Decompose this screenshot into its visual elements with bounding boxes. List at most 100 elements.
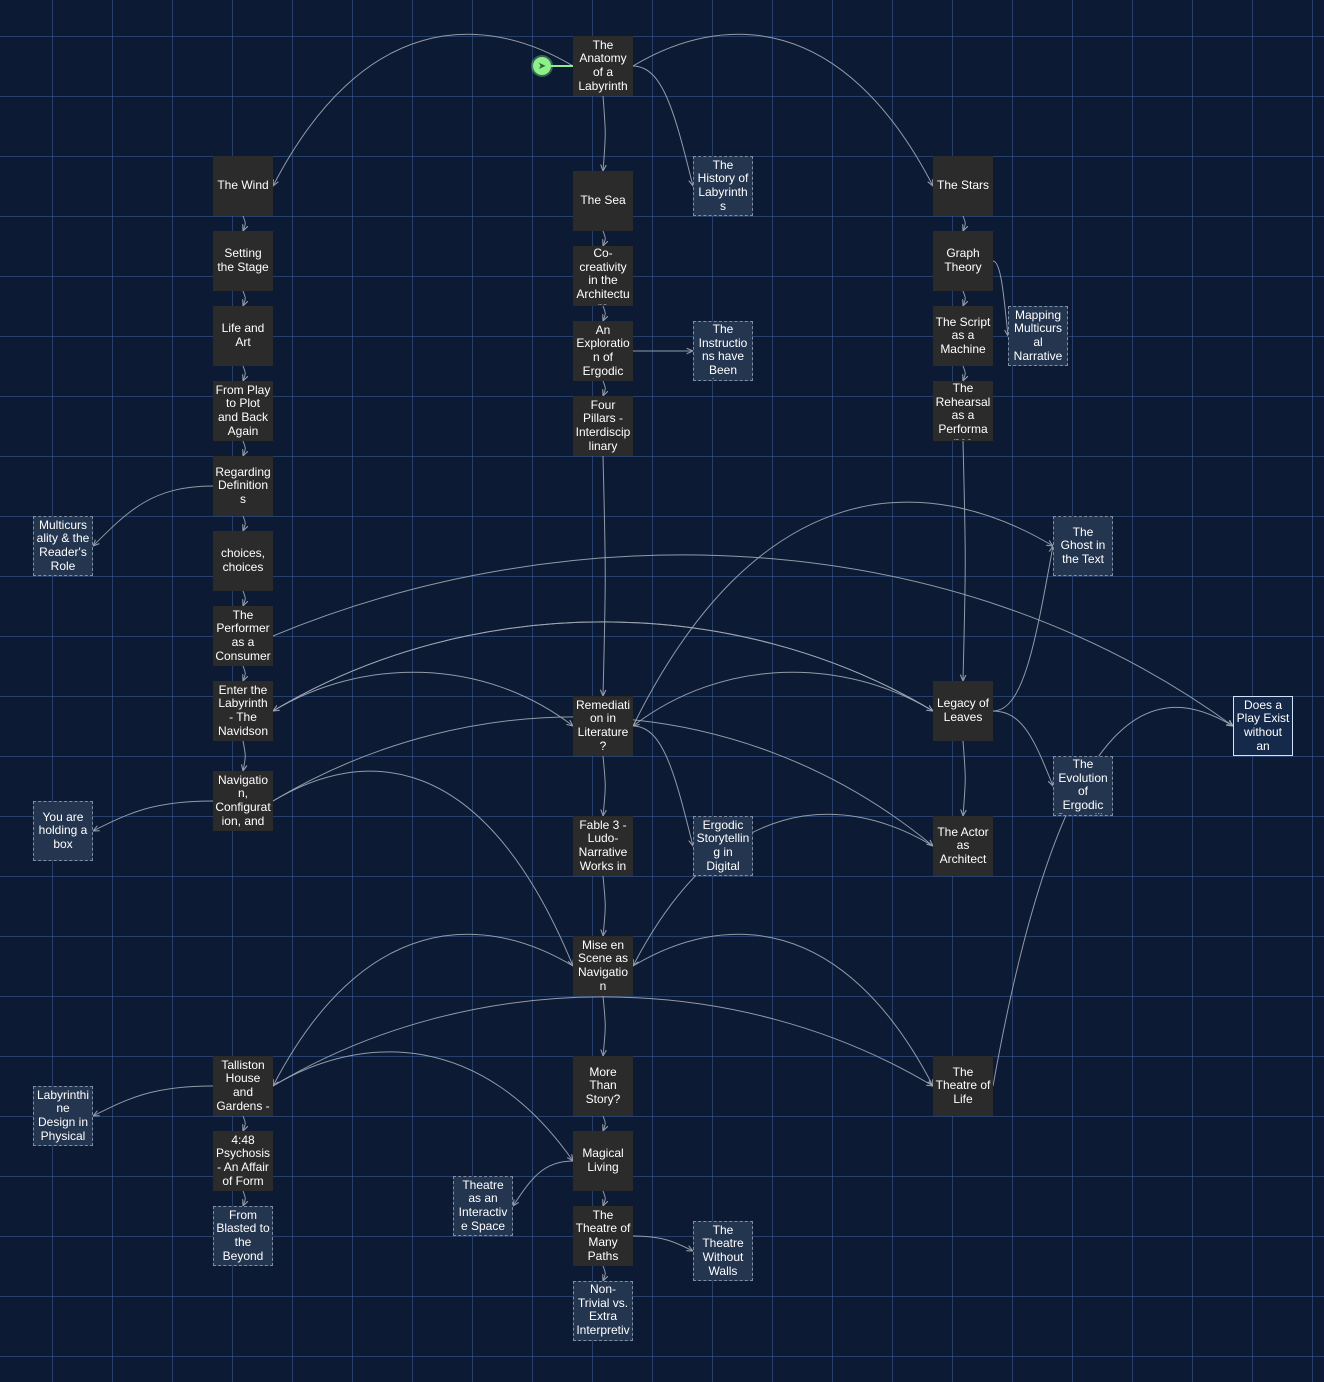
node-label: Regarding Definitions [215,465,271,506]
node-wind[interactable]: The Wind [213,156,273,216]
node-stars[interactable]: The Stars [933,156,993,216]
node-script[interactable]: The Script as a Machine [933,306,993,366]
node-exploration[interactable]: An Exploration of Ergodic [573,321,633,381]
edge-wind-to-setting [243,215,245,231]
edge-performer-to-enter [243,665,245,681]
rocket-icon[interactable]: ➤ [533,57,551,75]
edge-remediation-to-fable [603,755,605,816]
edge-manypaths-to-nontrivial [603,1265,605,1281]
node-enter[interactable]: Enter the Labyrinth - The Navidson [213,681,273,741]
node-choices[interactable]: choices, choices [213,531,273,591]
node-remediation[interactable]: Remediation in Literature? [573,696,633,756]
node-fable[interactable]: Fable 3 - Ludo-Narrative Works in [573,816,633,876]
node-anatomy[interactable]: The Anatomy of a Labyrinth [573,36,633,96]
edge-definitions-to-choices [243,515,245,531]
edge-more-to-magical [603,1115,605,1131]
node-mapping[interactable]: Mapping Multicursal Narrative [1008,306,1068,366]
edge-sea-to-cocreativity [603,230,605,246]
node-nowalls[interactable]: The Theatre Without Walls [693,1221,753,1281]
node-label: You are holding a box [38,810,88,851]
node-setting[interactable]: Setting the Stage [213,231,273,291]
node-labdesign[interactable]: Labyrinthine Design in Physical [33,1086,93,1146]
node-ergodicdigital[interactable]: Ergodic Storytelling in Digital [693,816,753,876]
node-label: The Theatre of Life [935,1065,991,1106]
edge-fable-to-mise [603,875,605,936]
node-ghost[interactable]: The Ghost in the Text [1053,516,1113,576]
node-doesplay[interactable]: Does a Play Exist without an [1233,696,1293,756]
edge-mise-to-talliston [273,933,574,1086]
edge-life-to-play [243,365,245,381]
node-label: Remediation in Literature? [575,698,631,753]
edge-legacy-to-evolution [992,710,1053,786]
node-box[interactable]: You are holding a box [33,801,93,861]
edge-stars-to-graph [963,215,965,231]
node-label: An Exploration of Ergodic [576,323,630,378]
node-label: The Stars [936,179,990,193]
node-mise[interactable]: Mise en Scene as Navigation [573,936,633,996]
node-blasted[interactable]: From Blasted to the Beyond [213,1206,273,1266]
edge-enter-to-remediation [272,671,573,726]
node-nontrivial[interactable]: Non-Trivial vs. Extra Interpretive [573,1281,633,1341]
node-interactive[interactable]: Theatre as an Interactive Space [453,1176,513,1236]
node-pillars[interactable]: Four Pillars - Interdisciplinary [573,396,633,456]
node-talliston[interactable]: Talliston House and Gardens - [213,1056,273,1116]
node-label: Mapping Multicursal Narrative [1013,308,1063,363]
node-label: More Than Story? [585,1065,621,1106]
node-label: The Performer as a Consumer [215,608,271,663]
node-sea[interactable]: The Sea [573,171,633,231]
node-actor[interactable]: The Actor as Architect [933,816,993,876]
edge-talliston-to-theatrelife [272,996,933,1086]
node-label: The History of Labyrinths [697,158,749,213]
node-evolution[interactable]: The Evolution of Ergodic Storytelling [1053,756,1113,816]
node-magical[interactable]: Magical Living [573,1131,633,1191]
node-manypaths[interactable]: The Theatre of Many Paths [573,1206,633,1266]
node-label: Four Pillars - Interdisciplinary [575,398,631,453]
node-life[interactable]: Life and Art [213,306,273,366]
node-label: The Actor as Architect [937,825,989,866]
node-multicursality[interactable]: Multicursality & the Reader's Role [33,516,93,576]
node-label: Magical Living [582,1147,624,1174]
edge-anatomy-to-sea [603,95,605,171]
edge-talliston-to-psychosis [243,1115,245,1131]
edge-cocreativity-to-exploration [603,305,605,321]
node-psychosis[interactable]: 4:48 Psychosis - An Affair of Form [213,1131,273,1191]
node-label: Non-Trivial vs. Extra Interpretive [576,1283,630,1339]
node-play[interactable]: From Play to Plot and Back Again [213,381,273,441]
node-label: Legacy of Leaves [936,697,990,724]
edge-choices-to-performer [243,590,245,606]
node-definitions[interactable]: Regarding Definitions [213,456,273,516]
node-rehearsal[interactable]: The Rehearsal as a Performance [933,381,993,441]
edge-mise-to-theatrelife [632,933,933,1086]
edge-manypaths-to-nowalls [632,1235,693,1251]
node-label: Fable 3 - Ludo-Narrative Works in [578,818,628,873]
node-theatrelife[interactable]: The Theatre of Life [933,1056,993,1116]
node-legacy[interactable]: Legacy of Leaves [933,681,993,741]
edge-navigation-to-box [93,800,214,831]
edge-magical-to-manypaths [603,1190,605,1206]
edge-script-to-rehearsal [963,365,965,381]
node-label: The Ghost in the Text [1060,525,1106,566]
edge-legacy-to-actor [963,740,965,816]
node-label: The Instructions have Been Lost [698,323,748,379]
edge-actor-to-mise [633,813,934,966]
node-performer[interactable]: The Performer as a Consumer [213,606,273,666]
node-label: The Wind [217,179,269,193]
edge-talliston-to-labdesign [93,1085,214,1116]
node-label: Setting the Stage [217,247,269,274]
node-label: From Blasted to the Beyond [216,1208,270,1263]
edge-enter-to-navigation [243,740,245,771]
edge-play-to-definitions [243,440,245,456]
edge-theatrelife-to-doesplay [992,706,1233,1087]
node-cocreativity[interactable]: Co-creativity in the Architecture [573,246,633,306]
node-history[interactable]: The History of Labyrinths [693,156,753,216]
node-more[interactable]: More Than Story? [573,1056,633,1116]
edge-mise-to-more [603,995,605,1056]
node-label: The Evolution of Ergodic Storytelling [1057,758,1110,814]
node-instructions[interactable]: The Instructions have Been Lost [693,321,753,381]
node-label: Does a Play Exist without an [1236,698,1290,753]
node-graph[interactable]: Graph Theory [933,231,993,291]
edge-magical-to-interactive [513,1160,574,1206]
edge-navigation-to-mise [272,770,573,966]
node-navigation[interactable]: Navigation, Configuration, and [213,771,273,831]
